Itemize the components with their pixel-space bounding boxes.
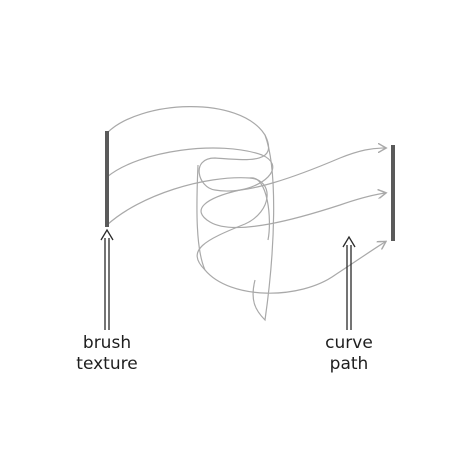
ribbon-fold-left xyxy=(196,164,206,271)
ribbon-middle-line xyxy=(106,147,385,229)
curve-label-line1: curve xyxy=(325,333,373,353)
curve-arrow-icon xyxy=(342,235,356,330)
ribbon-edges xyxy=(106,106,385,322)
ribbon-back-side xyxy=(252,134,275,322)
brush-texture-label: brush texture xyxy=(66,333,148,375)
curve-label-line2: path xyxy=(329,354,369,374)
brush-label-line2: texture xyxy=(76,354,138,374)
ribbon-top-edge xyxy=(106,106,385,192)
curve-path-label: curve path xyxy=(308,333,390,375)
brush-texture-bar xyxy=(105,131,109,227)
brush-label-line1: brush xyxy=(82,333,132,353)
brush-arrow-icon xyxy=(100,228,114,330)
ribbon-fold-right xyxy=(249,177,270,241)
curve-path-bar xyxy=(391,145,395,241)
ribbon-bottom-edge xyxy=(106,177,385,294)
